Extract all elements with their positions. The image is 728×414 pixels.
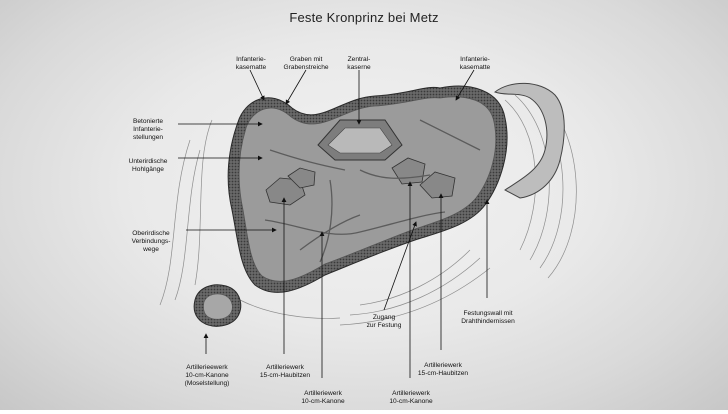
label-zentralkaserne: Zentral-kaserne <box>347 56 371 71</box>
battery-10cm-mid <box>287 167 316 189</box>
battery-15cm-left <box>265 177 306 206</box>
fortress-plateau <box>238 96 497 282</box>
central-barracks <box>317 119 403 161</box>
interior-paths <box>264 119 481 263</box>
label-infanteriekasematte-left: Infanterie-kasematte <box>235 56 267 71</box>
diagram-title: Feste Kronprinz bei Metz <box>289 10 439 25</box>
outwork-right <box>494 82 565 199</box>
battery-15cm-right <box>419 171 456 199</box>
label-infanteriekasematte-right: Infanterie-kasematte <box>459 56 491 71</box>
pointer-lines <box>178 69 490 378</box>
